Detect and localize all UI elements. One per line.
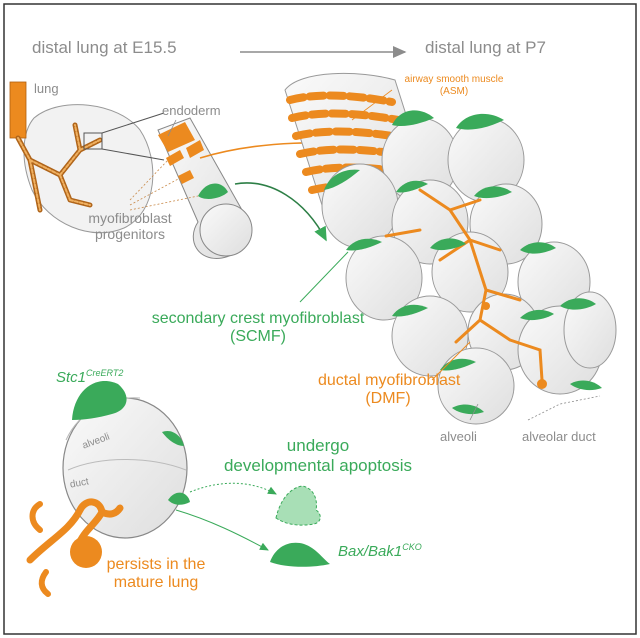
label-alveoli: alveoli [440, 430, 477, 445]
label-progenitors: myofibroblast progenitors [70, 210, 190, 242]
label-scmf: secondary crest myofibroblast (SCMF) [148, 310, 368, 347]
apoptotic-cell [276, 486, 320, 525]
label-lung: lung [34, 82, 59, 97]
apoptosis-arrow [190, 483, 276, 494]
label-endoderm: endoderm [162, 104, 221, 119]
cko-cell [270, 543, 330, 567]
scmf-pointer [300, 252, 348, 302]
cko-arrow [176, 510, 268, 550]
label-apoptosis: undergo developmental apoptosis [208, 436, 428, 475]
label-stc1: Stc1CreERT2 [56, 368, 123, 386]
label-bax-bak1: Bax/Bak1CKO [338, 542, 422, 560]
label-alveolar-duct: alveolar duct [522, 430, 596, 445]
header-left: distal lung at E15.5 [32, 38, 177, 58]
label-asm: airway smooth muscle (ASM) [384, 74, 524, 97]
label-dmf: ductal myofibroblast (DMF) [318, 372, 458, 409]
header-right: distal lung at P7 [425, 38, 546, 58]
label-persists: persists in the mature lung [86, 556, 226, 593]
